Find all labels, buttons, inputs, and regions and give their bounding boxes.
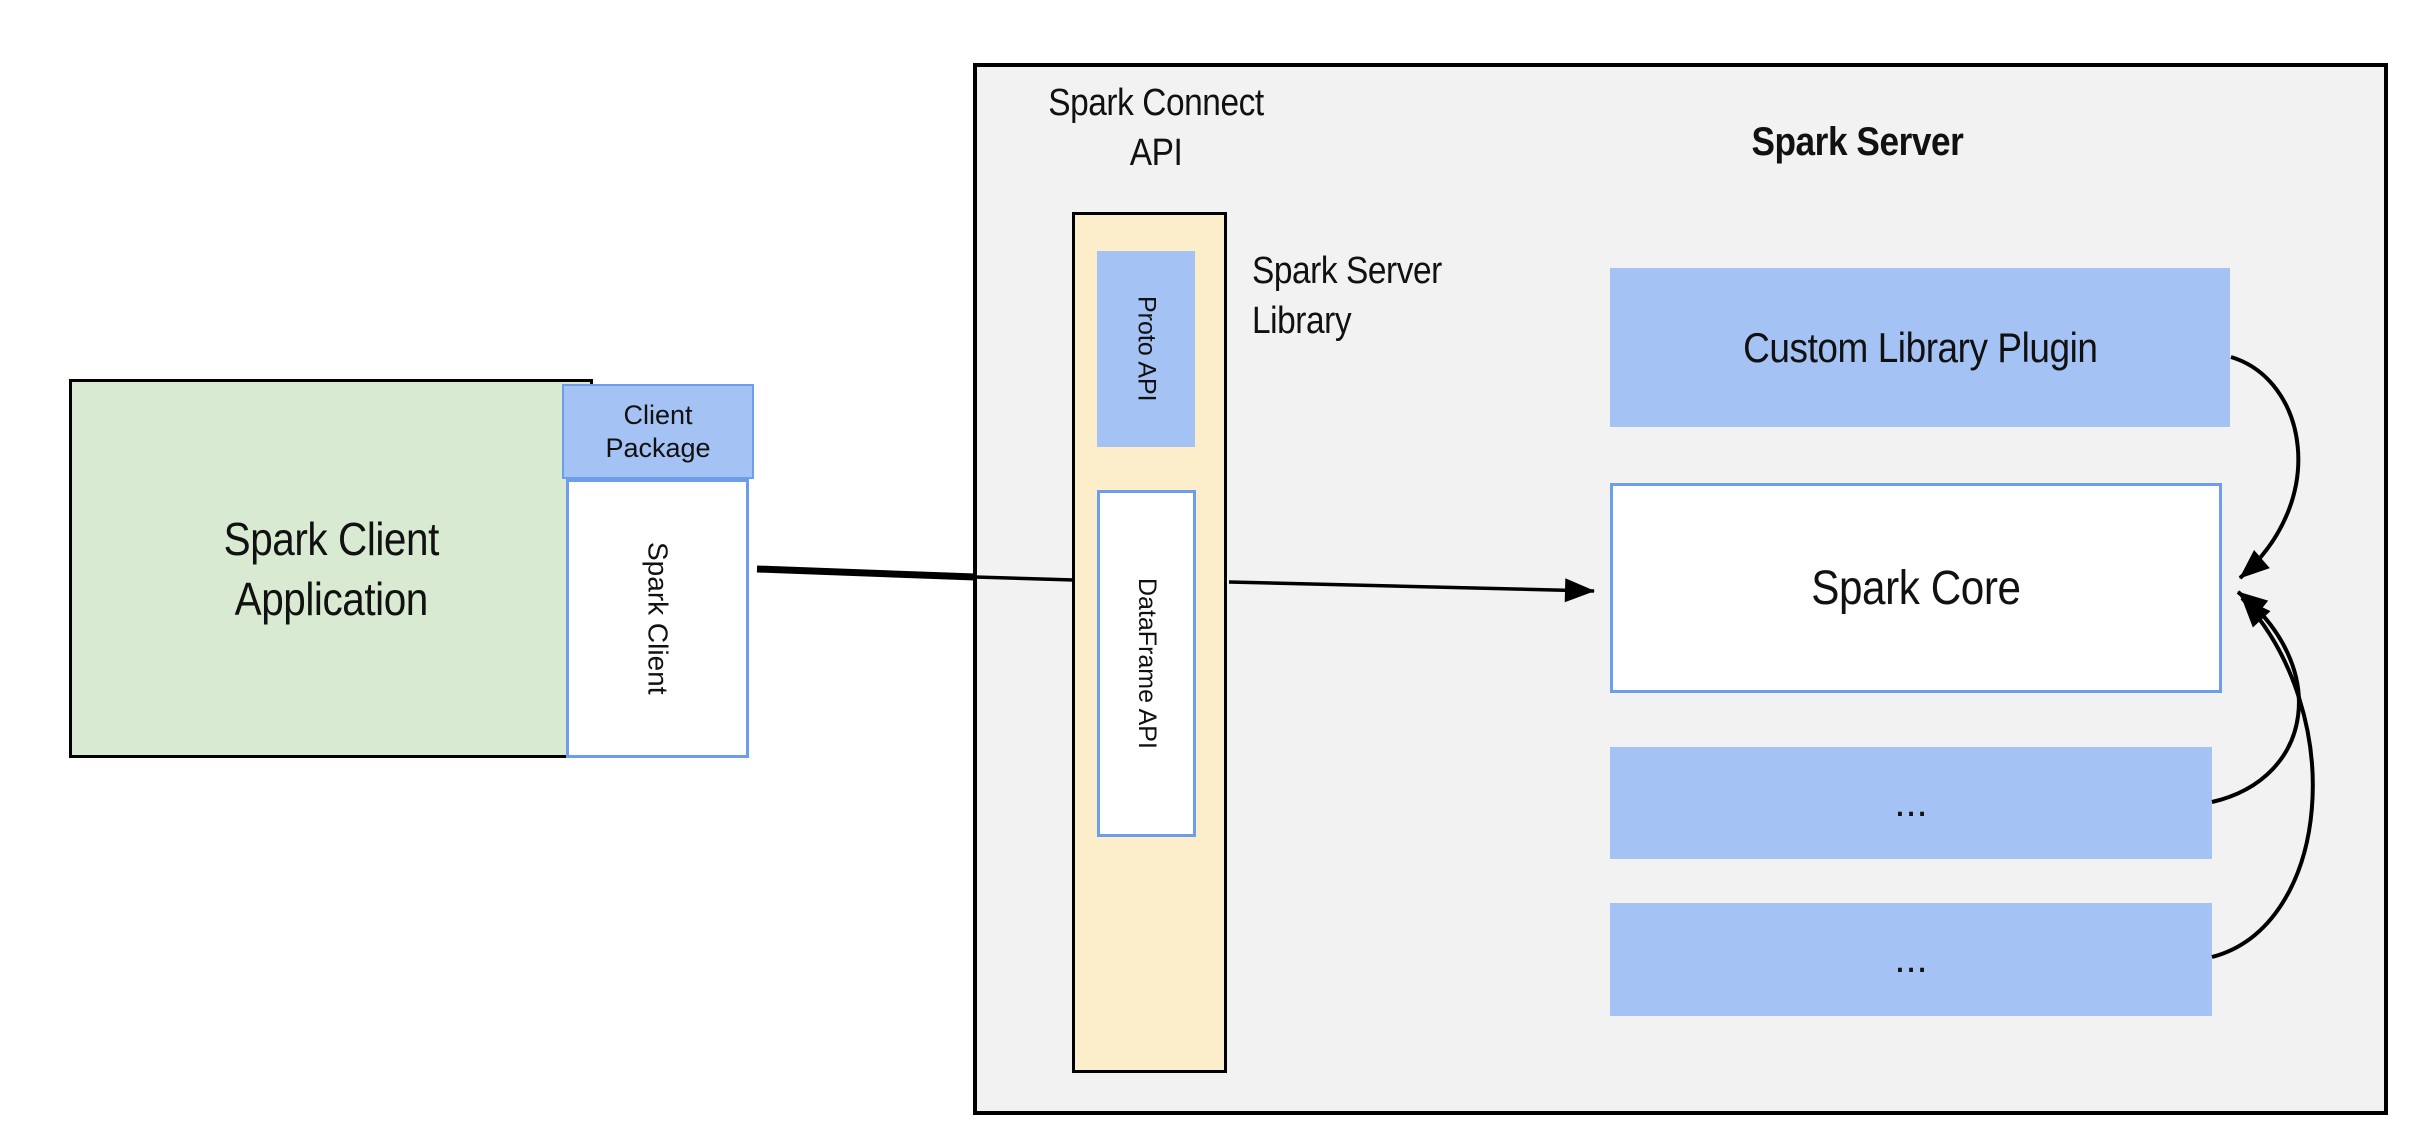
spark-connect-api-line2: API xyxy=(1129,132,1183,174)
spark-server-title: Spark Server xyxy=(1751,120,1963,164)
spark-client-application-label: Spark Client Application xyxy=(209,509,454,629)
spark-connect-api-label: Spark Connect API xyxy=(976,78,1336,178)
custom-library-plugin-box: Custom Library Plugin xyxy=(1610,268,2230,427)
spark-core-label: Spark Core xyxy=(1811,561,2021,615)
dataframe-api-box: DataFrame API xyxy=(1097,490,1196,837)
dataframe-api-label: DataFrame API xyxy=(1133,578,1161,749)
library-label-line2: Library xyxy=(1252,300,1352,342)
module-box-1: ... xyxy=(1610,747,2212,859)
module-box-2: ... xyxy=(1610,903,2212,1016)
module-1-ellipsis: ... xyxy=(1894,780,1928,825)
spark-client-box: Spark Client xyxy=(566,479,749,758)
library-label-line1: Spark Server xyxy=(1252,250,1442,292)
spark-core-box: Spark Core xyxy=(1610,483,2222,693)
spark-client-label: Spark Client xyxy=(642,542,674,695)
client-package-label: Client Package xyxy=(605,399,710,465)
client-package-line2: Package xyxy=(605,432,711,463)
client-to-server-arrow-thick xyxy=(756,565,976,581)
spark-client-application-box: Spark Client Application xyxy=(69,379,593,758)
client-app-line1: Spark Client xyxy=(223,512,439,565)
custom-library-plugin-label: Custom Library Plugin xyxy=(1742,323,2098,371)
client-package-box: Client Package xyxy=(562,384,754,479)
proto-api-label: Proto API xyxy=(1132,296,1161,402)
client-app-line2: Application xyxy=(234,572,428,625)
module-2-ellipsis: ... xyxy=(1894,937,1928,981)
spark-server-library-label: Spark Server Library xyxy=(1252,246,1592,346)
client-package-line1: Client xyxy=(623,399,693,430)
spark-connect-api-line1: Spark Connect xyxy=(1048,82,1264,124)
proto-api-box: Proto API xyxy=(1097,251,1195,447)
